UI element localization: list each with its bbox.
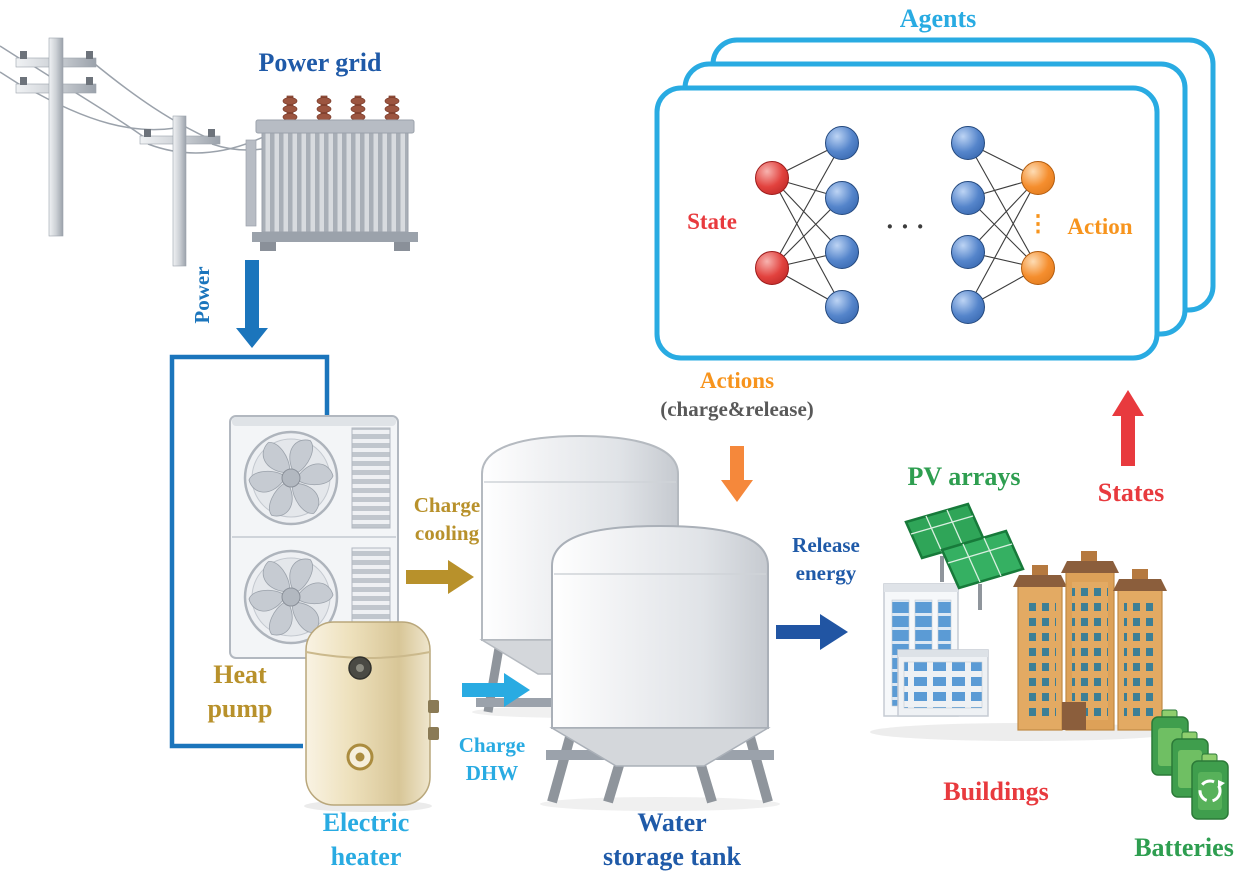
pv-arrays-label: PV arrays	[907, 462, 1021, 491]
pv-arrays	[904, 502, 1025, 610]
recycle-icon	[1198, 779, 1225, 803]
water-storage-tank-label: Water storage tank	[603, 806, 741, 875]
heat-pump-label: Heat pump	[207, 658, 272, 727]
batteries-label: Batteries	[1134, 833, 1234, 862]
electric-heater-label-line1: Electric	[322, 808, 410, 837]
tank-front	[540, 524, 780, 811]
actions-arrow	[721, 446, 753, 502]
charge-cooling-label-line1: Charge	[413, 493, 481, 517]
electric-heater-label: Electric heater	[323, 806, 410, 875]
heat-pump-label-line1: Heat	[213, 660, 267, 689]
state-nodes	[755, 161, 789, 285]
charge-dhw-label-line2: DHW	[465, 760, 519, 785]
fan-bottom	[243, 549, 339, 645]
buildings-label: Buildings	[943, 777, 1049, 806]
hidden-nodes	[825, 126, 985, 324]
residential-towers	[1013, 551, 1167, 731]
agents-label: Agents	[899, 4, 977, 33]
neural-network	[755, 126, 1055, 324]
state-label: State	[687, 209, 737, 234]
power-poles	[0, 37, 331, 267]
power-flow-arrow	[236, 260, 268, 348]
battery-3	[1191, 753, 1229, 820]
actions-label: Actions	[699, 368, 775, 393]
release-energy-arrow	[776, 614, 848, 650]
power-circuit-line	[169, 354, 330, 749]
charge-cooling-label-line2: cooling	[414, 520, 480, 545]
actions-detail-label: (charge&release)	[660, 397, 814, 421]
batteries	[1151, 709, 1229, 820]
power-label: Power	[190, 266, 215, 324]
power-grid-label: Power grid	[258, 48, 382, 77]
action-nodes	[1021, 161, 1055, 285]
heat-pump-label-line2: pump	[207, 694, 273, 724]
heat-pump	[229, 415, 399, 659]
release-energy-label: Release energy	[792, 532, 860, 587]
charge-cooling-arrow	[406, 560, 474, 594]
fan-top	[243, 430, 339, 526]
charge-dhw-label: Charge DHW	[459, 732, 526, 787]
release-energy-label-line1: Release	[792, 533, 860, 557]
transformer	[245, 95, 418, 251]
agents-stack	[654, 37, 1216, 361]
electric-heater	[304, 621, 439, 812]
water-storage-tank-label-line1: Water	[637, 808, 707, 837]
action-ellipsis: ⋮	[1026, 211, 1050, 236]
water-storage-tank-label-line2: storage tank	[603, 842, 741, 872]
states-label: States	[1097, 478, 1165, 507]
electric-heater-label-line2: heater	[330, 842, 402, 872]
office-building	[883, 583, 989, 717]
charge-cooling-label: Charge cooling	[414, 492, 481, 547]
action-label: Action	[1067, 214, 1133, 239]
flow-arrows	[406, 390, 1144, 707]
hidden-layer-ellipsis: · · ·	[885, 212, 925, 241]
release-energy-label-line2: energy	[795, 560, 857, 585]
charge-dhw-arrow	[462, 673, 530, 707]
buildings	[870, 551, 1180, 741]
states-arrow	[1112, 390, 1144, 466]
charge-dhw-label-line1: Charge	[458, 733, 526, 757]
agent-box-front	[654, 85, 1160, 361]
pv-panel-front	[940, 529, 1025, 610]
water-storage-tanks	[472, 434, 780, 811]
